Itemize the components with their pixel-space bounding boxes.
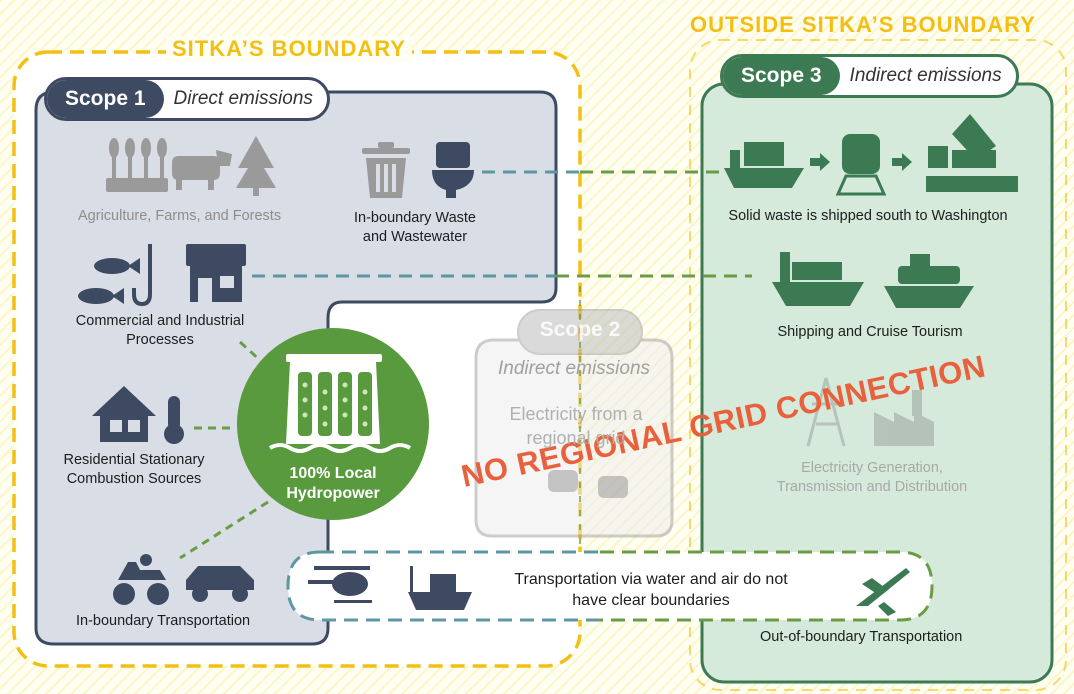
electricity-gen-label: Electricity Generation, Transmission and… — [776, 460, 968, 495]
factory-icon — [874, 390, 934, 446]
wheat-icon — [106, 138, 168, 192]
container-ship-icon — [772, 252, 864, 306]
sitka-boundary-title: SITKA’S BOUNDARY — [166, 36, 412, 62]
scope1-pill: Scope 1 Direct emissions — [44, 77, 330, 121]
scope2-body: Electricity from a regional grid — [509, 404, 643, 448]
water-air-label: Transportation via water and air do not … — [514, 571, 788, 609]
unplugged-icon — [548, 470, 628, 498]
scope3-subtitle: Indirect emissions — [849, 65, 1002, 86]
airplane-icon — [856, 568, 910, 616]
scope3-tag: Scope 3 — [723, 57, 840, 95]
scope2-subtitle: Indirect emissions — [497, 358, 651, 379]
fish-hook-icon — [132, 244, 152, 307]
scope2-tag: Scope 2 — [539, 318, 621, 341]
outside-boundary-title: OUTSIDE SITKA’S BOUNDARY — [690, 12, 1036, 37]
arrow-icon — [810, 153, 912, 171]
scope1-tag: Scope 1 — [47, 80, 164, 118]
waste-label: In-boundary Waste and Wastewater — [354, 210, 476, 245]
cargo-ship-icon — [724, 142, 804, 188]
commercial-label: Commercial and Industrial Processes — [75, 313, 245, 348]
train-icon — [835, 134, 887, 196]
scope3-pill: Scope 3 Indirect emissions — [720, 54, 1019, 98]
shipping-label: Shipping and Cruise Tourism — [777, 324, 963, 340]
dump-truck-icon — [926, 114, 1018, 192]
scope2-region — [474, 309, 674, 538]
atv-icon — [113, 554, 169, 605]
transport-in-label: In-boundary Transportation — [76, 613, 251, 629]
solid-waste-label: Solid waste is shipped south to Washingt… — [728, 208, 1008, 224]
tree-icon — [236, 136, 276, 196]
toilet-icon — [432, 142, 474, 198]
cow-icon — [172, 150, 232, 190]
scope1-subtitle: Direct emissions — [173, 88, 313, 109]
power-tower-icon — [806, 377, 846, 447]
hydro-line2: Hydropower — [286, 485, 379, 502]
agriculture-label: Agriculture, Farms, and Forests — [78, 208, 282, 224]
fishing-boat-icon — [408, 566, 472, 610]
fish-icon — [78, 258, 140, 304]
hydro-line1: 100% Local — [289, 465, 376, 482]
store-icon — [186, 244, 246, 302]
helicopter-icon — [308, 566, 372, 603]
car-icon — [186, 566, 254, 602]
outside-boundary-frame — [689, 39, 1067, 691]
residential-label: Residential Stationary Combustion Source… — [63, 452, 205, 487]
cruise-ship-icon — [884, 254, 974, 308]
thermometer-icon — [164, 396, 184, 444]
transport-out-label: Out-of-boundary Transportation — [760, 629, 963, 645]
